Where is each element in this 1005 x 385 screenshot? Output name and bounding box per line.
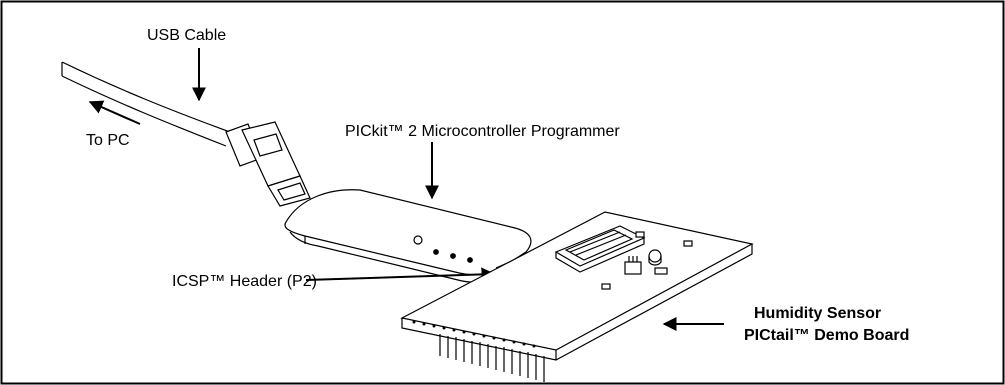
sensor-component <box>648 249 662 263</box>
programmer-label: PICkit™ 2 Microcontroller Programmer <box>345 123 620 140</box>
led-1 <box>433 249 439 255</box>
to-pc-label: To PC <box>86 132 130 149</box>
smd-component-3 <box>654 267 668 275</box>
programmer-button <box>413 235 423 245</box>
board-edge-pins-top <box>412 320 536 348</box>
usb-cable-label: USB Cable <box>147 27 226 44</box>
led-3 <box>467 257 473 263</box>
pictail-demo-board <box>400 211 754 382</box>
to-pc-arrow <box>88 100 141 125</box>
icsp-header-label: ICSP™ Header (P2) <box>172 273 317 290</box>
pickit2-programmer <box>284 189 532 283</box>
smd-component-1 <box>635 231 645 238</box>
led-2 <box>450 253 456 259</box>
smd-component-2 <box>683 240 693 247</box>
smd-component-4 <box>601 283 611 290</box>
board-label-line2: PICtail™ Demo Board <box>744 327 909 344</box>
board-pin-header <box>624 256 642 275</box>
board-header-pins <box>439 334 545 382</box>
ic-chip <box>554 225 646 273</box>
usb-cable <box>61 61 311 207</box>
board-label-line1: Humidity Sensor <box>754 305 881 322</box>
icsp-header-arrow <box>305 267 496 282</box>
